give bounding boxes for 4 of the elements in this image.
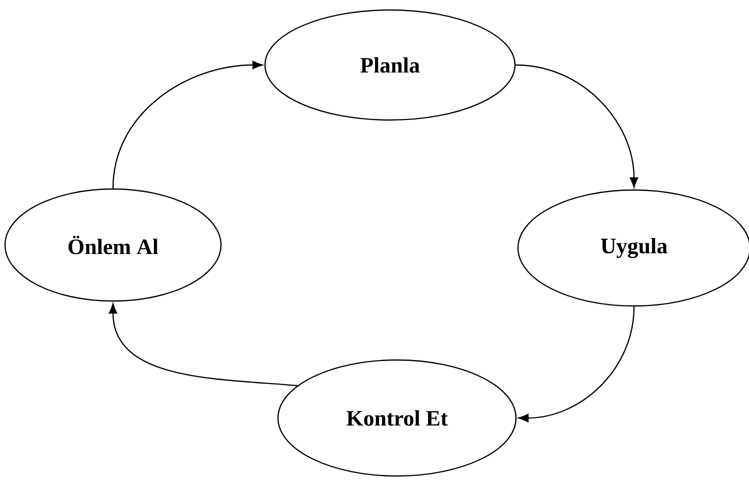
arrow xyxy=(108,303,298,386)
arrow xyxy=(518,306,635,422)
arrow xyxy=(516,64,638,188)
arrow xyxy=(112,60,263,188)
